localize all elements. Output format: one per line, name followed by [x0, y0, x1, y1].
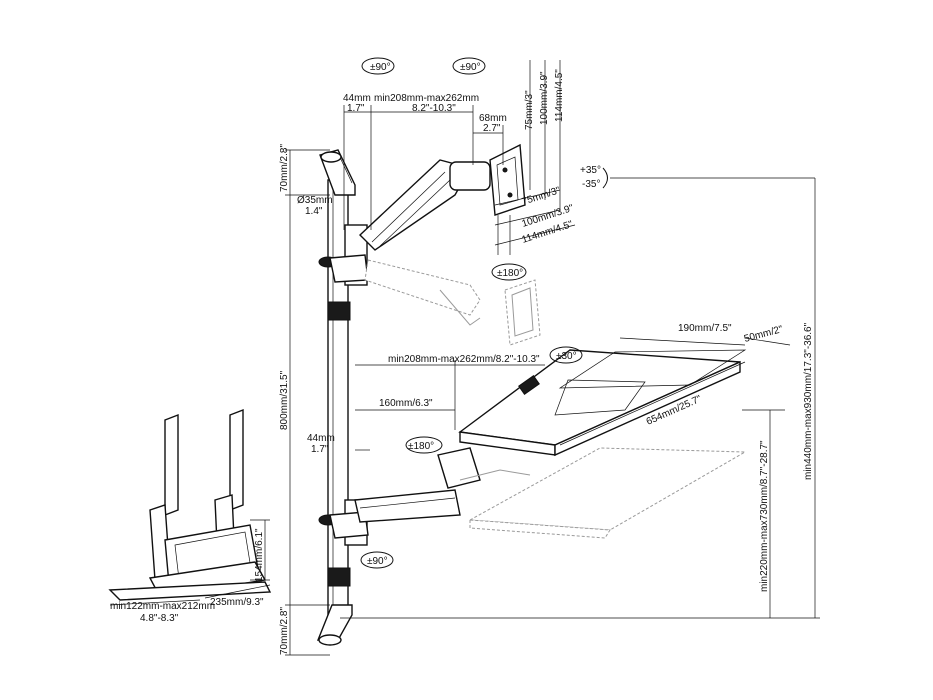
vesa-rotate: ±180° [497, 268, 523, 279]
mouse-ext: 50mm/2" [743, 324, 785, 345]
kb-offset-in: 1.7" [311, 444, 329, 455]
top-dims [343, 57, 504, 230]
total-height: min440mm-max930mm/17.3"-36.6" [803, 322, 814, 480]
bracket-top-height: 70mm/2.8" [279, 144, 290, 192]
rot-left-top: ±90° [370, 62, 391, 73]
vesa-plate [489, 143, 526, 216]
bottom-wall-bracket [316, 604, 353, 646]
vesa-dim-lines [494, 60, 576, 255]
vesa-offset: 68mm [479, 113, 507, 124]
tray-dims [355, 263, 791, 569]
vesa-plate-ghost [504, 279, 541, 346]
vesa-75-h: 75mm/3" [521, 185, 563, 208]
top-wall-bracket [319, 149, 356, 196]
cpu-holder [108, 408, 272, 601]
pole-dims [285, 149, 330, 656]
kb-arm-reach: min208mm-max262mm/8.2"-10.3" [388, 354, 540, 365]
monitor-arm [318, 159, 491, 326]
kb-arm-160: 160mm/6.3" [379, 398, 433, 409]
kb-rotate: ±180° [408, 441, 434, 452]
arm-reach-top-in: 8.2"-10.3" [412, 103, 456, 114]
cpu-width-in: 4.8"-8.3" [140, 613, 179, 624]
tilt-up: +35° [580, 165, 601, 176]
arm-reach-top: min208mm-max262mm [374, 93, 479, 104]
tilt-arc [602, 167, 815, 189]
kb-arm-rot: ±90° [367, 556, 388, 567]
vesa-offset-in: 2.7" [483, 123, 501, 134]
kb-offset: 44mm [307, 433, 335, 444]
tilt-down: -35° [582, 179, 600, 190]
pole-diameter: Ø35mm [297, 195, 333, 206]
kb-tilt: ±30° [556, 351, 577, 362]
pole-height: 800mm/31.5" [279, 370, 290, 430]
bracket-bottom-height: 70mm/2.8" [279, 607, 290, 655]
arm-offset-top-in: 1.7" [347, 103, 365, 114]
rot-right-top: ±90° [460, 62, 481, 73]
vertical-pole [327, 179, 351, 621]
arm-offset-top: 44mm [343, 93, 371, 104]
tray-depth: 190mm/7.5" [678, 323, 732, 334]
vesa-100-v: 100mm/3.9" [539, 71, 550, 125]
cpu-height: 154mm/6.1" [254, 528, 265, 582]
cpu-width: min122mm-max212mm [110, 601, 215, 612]
vesa-114-v: 114mm/4.5" [554, 69, 565, 122]
cpu-depth: 235mm/9.3" [210, 597, 264, 608]
kb-height: min220mm-max730mm/8.7"-28.7" [759, 440, 770, 592]
pole-diameter-in: 1.4" [305, 206, 323, 217]
height-dims [340, 178, 820, 619]
keyboard-arm [318, 447, 531, 546]
cpu-dims [109, 519, 271, 606]
keyboard-tray-ghost [468, 447, 747, 539]
vesa-75-v: 75mm/3" [524, 90, 535, 130]
